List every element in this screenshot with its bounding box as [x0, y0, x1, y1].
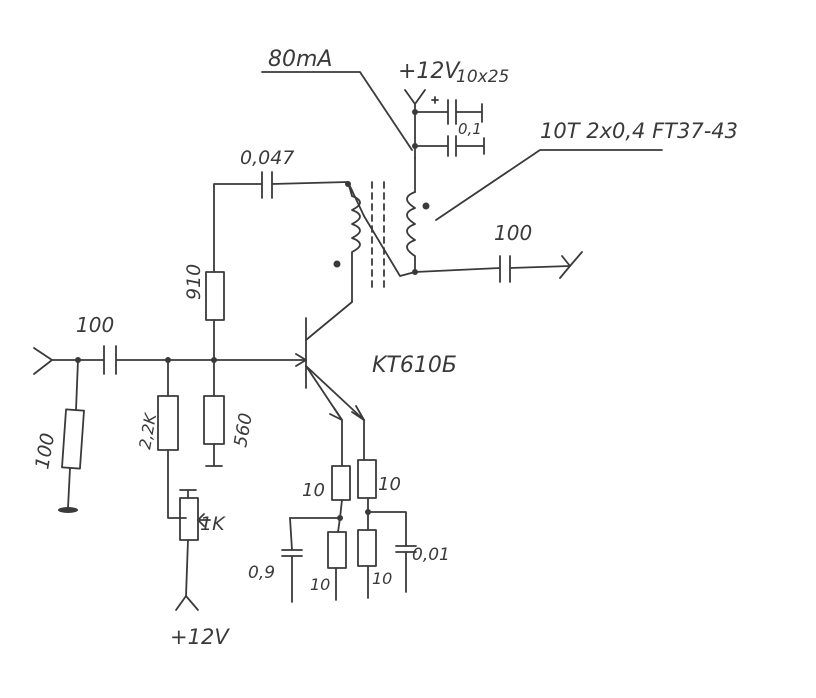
potentiometer — [179, 489, 211, 597]
current-label: 80mA — [268, 47, 332, 72]
r-bias-bottom-label: 560 — [230, 411, 257, 448]
input-capacitor — [77, 345, 217, 375]
output-capacitor — [412, 255, 571, 283]
electrolytic-capacitor — [414, 96, 483, 125]
bypass-capacitor — [414, 135, 485, 157]
feedback-capacitor — [213, 171, 349, 199]
emitter-capacitor-left — [281, 517, 303, 603]
r-input-label: 100 — [31, 431, 59, 471]
cap-electrolytic-label: 10x25 — [456, 67, 509, 87]
supply-bottom-label: +12V — [170, 625, 230, 649]
r-emitter-1-label: 10 — [302, 480, 325, 501]
input-resistor — [58, 359, 85, 513]
transformer-core — [371, 181, 385, 293]
feedback-resistor — [205, 185, 225, 361]
bias-resistor-top — [157, 359, 187, 519]
output-terminal — [559, 251, 583, 279]
current-annotation — [261, 71, 413, 151]
cap-emitter-1-label: 0,9 — [248, 563, 275, 583]
supply-bottom-terminal — [175, 595, 199, 611]
r-emitter-2-label: 10 — [378, 474, 401, 495]
r-bias-top-label: 2,2K — [135, 411, 160, 451]
transformer-leader — [435, 149, 663, 221]
r-emitter-4-label: 10 — [372, 569, 392, 588]
transformer-label: 10T 2x0,4 FT37-43 — [540, 119, 738, 143]
input-terminal — [33, 347, 81, 375]
cap-emitter-2-label: 0,01 — [412, 545, 450, 565]
r-feedback-label: 910 — [183, 264, 205, 300]
transistor — [213, 301, 365, 421]
transformer-collector-coil — [333, 181, 416, 303]
r-emitter-3-label: 10 — [310, 575, 330, 594]
emitter-network-left — [289, 419, 351, 601]
transistor-label: KT610Б — [372, 353, 457, 378]
cap-bypass-label: 0,1 — [458, 120, 482, 138]
emitter-network-right — [357, 419, 407, 599]
bias-resistor-bottom — [203, 359, 225, 467]
supply-top-label: +12V — [398, 59, 461, 84]
transformer-output-coil — [406, 157, 430, 273]
potentiometer-label: 1K — [200, 513, 226, 535]
emitter-capacitor-right — [395, 545, 417, 593]
cap-feedback-label: 0,047 — [240, 147, 294, 169]
cap-output-label: 100 — [494, 221, 532, 245]
cap-input-label: 100 — [76, 313, 114, 337]
